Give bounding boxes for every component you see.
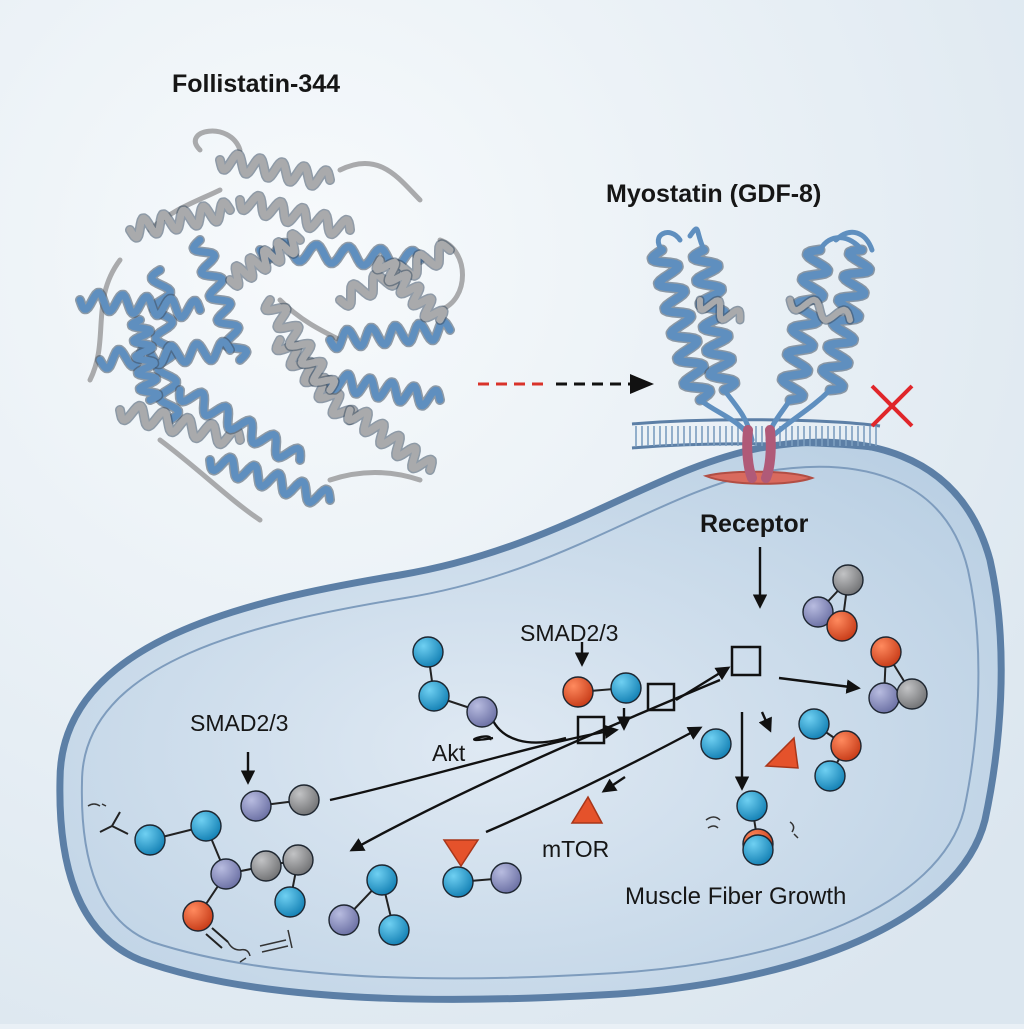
inhibition-x-icon bbox=[870, 384, 914, 428]
hub-to-right-arrow bbox=[778, 676, 861, 694]
myostatin-helix bbox=[787, 296, 853, 324]
blue-molecule bbox=[418, 680, 450, 712]
follistatin-loop bbox=[157, 437, 263, 523]
follistatin-helix bbox=[326, 318, 454, 352]
myostatin-loop bbox=[833, 229, 875, 253]
blue-molecule bbox=[134, 824, 166, 856]
blue-molecule bbox=[412, 636, 444, 668]
blue-molecule bbox=[814, 760, 846, 792]
mtor-label: mTOR bbox=[542, 836, 610, 862]
smad-left-label: SMAD2/3 bbox=[190, 710, 289, 736]
membrane-bilayer bbox=[631, 418, 881, 452]
myostatin-loop bbox=[655, 230, 683, 253]
follistatin-loop bbox=[327, 470, 423, 483]
purple-molecule bbox=[802, 596, 834, 628]
myostatin-helix bbox=[648, 246, 714, 404]
purple-molecule bbox=[240, 790, 272, 822]
follistatin-helix bbox=[236, 192, 354, 238]
receptor-anchor bbox=[702, 425, 815, 485]
gray-molecule bbox=[832, 564, 864, 596]
follistatin-helix bbox=[226, 230, 304, 290]
purple-molecule bbox=[868, 682, 900, 714]
follistatin-loop bbox=[337, 161, 423, 203]
gray-molecule bbox=[896, 678, 928, 710]
hub-to-left-arrow bbox=[349, 678, 721, 852]
blue-molecule bbox=[700, 728, 732, 760]
akt-link bbox=[473, 735, 494, 742]
bond bbox=[99, 811, 129, 835]
follistatin-helix bbox=[128, 316, 162, 404]
myostatin-protein-structure bbox=[646, 226, 876, 443]
bond bbox=[205, 927, 229, 949]
gray-molecule bbox=[282, 844, 314, 876]
follistatin-helix bbox=[76, 289, 204, 321]
purple-molecule bbox=[328, 904, 360, 936]
red-molecule bbox=[182, 900, 214, 932]
red-molecule bbox=[870, 636, 902, 668]
myostatin-helix bbox=[696, 297, 744, 323]
blue-molecule bbox=[610, 672, 642, 704]
triangle-left bbox=[442, 839, 480, 868]
smad-box-1 bbox=[646, 682, 676, 712]
bilayer-inner bbox=[631, 442, 881, 452]
follistatin-helix bbox=[126, 198, 234, 242]
myostatin-helix bbox=[778, 246, 832, 404]
triangle-hub bbox=[764, 736, 799, 769]
follistatin-helix bbox=[372, 256, 448, 324]
blue-molecule bbox=[190, 810, 222, 842]
follistatin-helix bbox=[176, 386, 304, 464]
bilayer-outer bbox=[631, 418, 881, 428]
akt-label: Akt bbox=[432, 740, 466, 766]
smad-box-2 bbox=[576, 715, 606, 745]
follistatin-helix bbox=[206, 453, 334, 507]
receptor-label: Receptor bbox=[700, 510, 809, 538]
gray-molecule bbox=[288, 784, 320, 816]
muscle-fiber-growth-label: Muscle Fiber Growth bbox=[625, 883, 847, 910]
follistatin-loop bbox=[192, 128, 243, 153]
follistatin-helix bbox=[261, 296, 339, 394]
hub-box bbox=[730, 645, 762, 677]
purple-molecule bbox=[210, 858, 242, 890]
myostatin-helix bbox=[689, 246, 739, 394]
hub-to-triangle-arrow bbox=[758, 711, 772, 733]
gray-molecule bbox=[250, 850, 282, 882]
complex-boxes bbox=[576, 645, 762, 745]
purple-molecule bbox=[490, 862, 522, 894]
blue-molecule bbox=[798, 708, 830, 740]
myostatin-loop bbox=[687, 226, 707, 253]
molecules bbox=[134, 564, 928, 946]
cell-inner-membrane bbox=[80, 465, 980, 980]
pathway-arrows bbox=[240, 547, 861, 852]
red-molecule bbox=[830, 730, 862, 762]
blue-molecule bbox=[442, 866, 474, 898]
red-molecule bbox=[826, 610, 858, 642]
follistatin-label: Follistatin-344 bbox=[172, 70, 341, 98]
follistatin-helix bbox=[116, 402, 244, 448]
follistatin-loop bbox=[87, 257, 123, 383]
blue-molecule bbox=[736, 790, 768, 822]
follistatin-binding-arrow bbox=[478, 374, 654, 394]
triangle-mtor bbox=[570, 795, 604, 824]
myostatin-label: Myostatin (GDF-8) bbox=[606, 180, 822, 208]
blue-molecule bbox=[742, 834, 774, 866]
signal-triangles bbox=[442, 736, 799, 868]
follistatin-helix bbox=[344, 406, 436, 474]
follistatin-helix bbox=[96, 338, 234, 372]
red-molecule bbox=[562, 676, 594, 708]
purple-molecule bbox=[466, 696, 498, 728]
mtor-arrow bbox=[601, 776, 626, 793]
blue-molecule bbox=[378, 914, 410, 946]
follistatin-protein-structure bbox=[75, 128, 465, 523]
follistatin-helix bbox=[216, 150, 334, 190]
blue-molecule bbox=[274, 886, 306, 918]
smad-upper-label: SMAD2/3 bbox=[520, 620, 619, 646]
blue-molecule bbox=[366, 864, 398, 896]
fragment-squiggles bbox=[87, 803, 799, 963]
left-to-hub-arrow bbox=[485, 726, 703, 834]
follistatin-helix bbox=[326, 370, 444, 410]
